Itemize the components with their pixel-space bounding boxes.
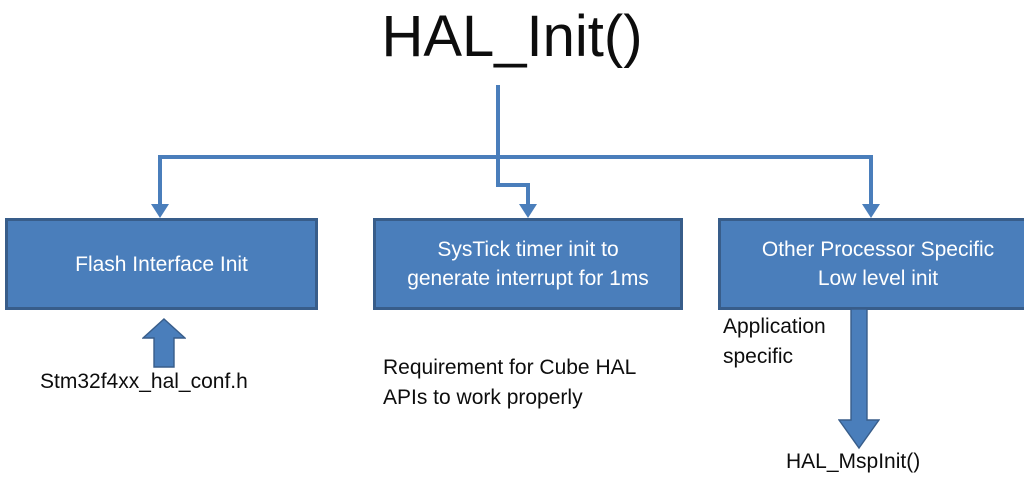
- node-systick-timer-init[interactable]: SysTick timer init to generate interrupt…: [373, 218, 683, 310]
- page-title: HAL_Init(): [381, 4, 643, 69]
- arrowhead-down-icon: [151, 204, 169, 218]
- connector-stem: [496, 85, 500, 163]
- arrowhead-down-icon: [862, 204, 880, 218]
- node-label: Other Processor Specific Low level init: [761, 238, 995, 290]
- connector-mid-lower: [526, 183, 530, 207]
- block-arrow-up-icon: [142, 318, 186, 368]
- node-flash-interface-init[interactable]: Flash Interface Init: [5, 218, 318, 310]
- caption-application-specific: Application specific: [723, 315, 826, 368]
- node-other-processor-specific[interactable]: Other Processor Specific Low level init: [718, 218, 1024, 310]
- node-label: Flash Interface Init: [75, 252, 248, 276]
- node-label: SysTick timer init to generate interrupt…: [407, 238, 649, 290]
- connector-bus: [160, 155, 873, 159]
- caption-hal-conf-file: Stm32f4xx_hal_conf.h: [40, 370, 248, 393]
- caption-hal-mspinit: HAL_MspInit(): [786, 450, 921, 473]
- caption-systick-requirement: Requirement for Cube HAL APIs to work pr…: [383, 356, 637, 409]
- block-arrow-down-icon: [838, 308, 880, 450]
- connector-drop-right: [869, 155, 873, 207]
- connector-mid-upper: [496, 155, 500, 187]
- connector-mid-jog: [496, 183, 530, 187]
- connector-drop-left: [158, 155, 162, 207]
- arrowhead-down-icon: [519, 204, 537, 218]
